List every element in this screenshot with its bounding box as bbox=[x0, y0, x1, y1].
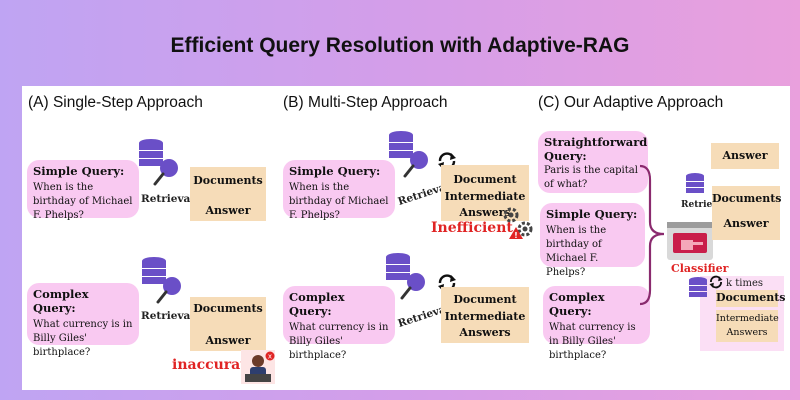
a-simple-answer: Answer bbox=[205, 204, 251, 217]
database-icon bbox=[689, 277, 707, 297]
b-complex-query-title: Complex Query: bbox=[289, 290, 345, 318]
a-complex-query-text: What currency is in Billy Giles' birthpl… bbox=[33, 319, 133, 358]
b-simple-query-text: When is the birthday of Michael F. Phelp… bbox=[289, 182, 389, 221]
c-documents-3-box: Documents bbox=[716, 290, 786, 307]
c-complex-query-text: What currency is in Billy Giles' birthpl… bbox=[549, 322, 636, 361]
inefficient-label: Inefficient bbox=[431, 220, 513, 236]
a-simple-query-title: Simple Query: bbox=[33, 164, 125, 178]
c-answer-1: Answer bbox=[722, 149, 768, 162]
c-intermediate-line2: Answers bbox=[726, 327, 768, 338]
c-answer-2: Answer bbox=[723, 217, 769, 230]
a-complex-query-box: Complex Query: What currency is in Billy… bbox=[27, 283, 139, 358]
c-simple-query-text: When is the birthday of Michael F. Phelp… bbox=[546, 225, 607, 278]
b-complex-answers: Answers bbox=[459, 326, 511, 339]
c-simple-query-title: Simple Query: bbox=[546, 207, 638, 221]
b-simple-query-title: Simple Query: bbox=[289, 164, 381, 178]
b-complex-result-box: Document Intermediate Answers bbox=[441, 287, 529, 343]
a-simple-retrieval-label: Retrieval bbox=[141, 193, 195, 205]
b-complex-document: Document bbox=[453, 293, 517, 306]
svg-text:x: x bbox=[268, 353, 272, 361]
section-b-title: (B) Multi-Step Approach bbox=[283, 94, 448, 111]
c-straightforward-query-box: Straightforward Query: Paris is the capi… bbox=[538, 131, 648, 193]
c-answer-box-1: Answer bbox=[711, 143, 779, 169]
database-icon bbox=[686, 173, 704, 193]
cycle-arrows-icon bbox=[709, 275, 723, 289]
c-simple-query-box: Simple Query: When is the birthday of Mi… bbox=[540, 203, 645, 278]
c-intermediate-box: Intermediate Answers bbox=[716, 310, 779, 342]
b-complex-query-text: What currency is in Billy Giles' birthpl… bbox=[289, 322, 389, 361]
a-complex-result-box: Documents Answer bbox=[190, 297, 266, 351]
a-simple-query-box: Simple Query: When is the birthday of Mi… bbox=[27, 160, 139, 221]
b-complex-intermediate: Intermediate bbox=[444, 310, 526, 323]
a-simple-documents: Documents bbox=[193, 174, 263, 187]
page-title: Efficient Query Resolution with Adaptive… bbox=[170, 34, 630, 57]
a-complex-query-title: Complex Query: bbox=[33, 287, 89, 315]
b-simple-document: Document bbox=[453, 173, 517, 186]
classifier-label: Classifier bbox=[671, 262, 729, 275]
database-icon bbox=[386, 253, 425, 300]
c-documents-2: Documents bbox=[712, 192, 782, 205]
database-icon bbox=[139, 139, 178, 186]
c-intermediate-line1: Intermediate bbox=[716, 313, 779, 324]
classifier-screen-icon bbox=[667, 222, 713, 260]
c-complex-query-box: Complex Query: What currency is in Billy… bbox=[543, 286, 650, 361]
b-simple-intermediate: Intermediate bbox=[444, 190, 526, 203]
b-simple-query-box: Simple Query: When is the birthday of Mi… bbox=[283, 160, 395, 221]
frustrated-user-icon: x bbox=[241, 350, 275, 384]
a-complex-documents: Documents bbox=[193, 302, 263, 315]
inaccurate-label: inaccurate bbox=[172, 357, 256, 373]
database-icon bbox=[389, 131, 428, 178]
c-straightforward-query-title: Straightforward Query: bbox=[544, 135, 648, 163]
c-documents-3: Documents bbox=[716, 291, 786, 304]
c-result-box-2: Documents Answer bbox=[712, 186, 782, 240]
section-a-title: (A) Single-Step Approach bbox=[28, 94, 203, 111]
brace-connector bbox=[639, 164, 665, 306]
a-simple-query-text: When is the birthday of Michael F. Phelp… bbox=[33, 182, 133, 221]
a-simple-result-box: Documents Answer bbox=[190, 167, 266, 221]
b-complex-query-box: Complex Query: What currency is in Billy… bbox=[283, 286, 395, 361]
a-complex-answer: Answer bbox=[205, 334, 251, 347]
c-straightforward-query-text: Paris is the capital of what? bbox=[544, 165, 638, 190]
c-retrieval-label: Retrieval bbox=[681, 200, 727, 210]
a-complex-retrieval-label: Retrieval bbox=[141, 310, 195, 322]
c-complex-query-title: Complex Query: bbox=[549, 290, 605, 318]
k-times-label: k times bbox=[726, 278, 763, 289]
section-c-title: (C) Our Adaptive Approach bbox=[538, 94, 724, 111]
svg-text:!: ! bbox=[514, 231, 518, 240]
database-icon bbox=[142, 257, 181, 304]
b-simple-answers: Answers bbox=[459, 206, 511, 219]
gear-warning-icon: ! bbox=[503, 207, 533, 240]
